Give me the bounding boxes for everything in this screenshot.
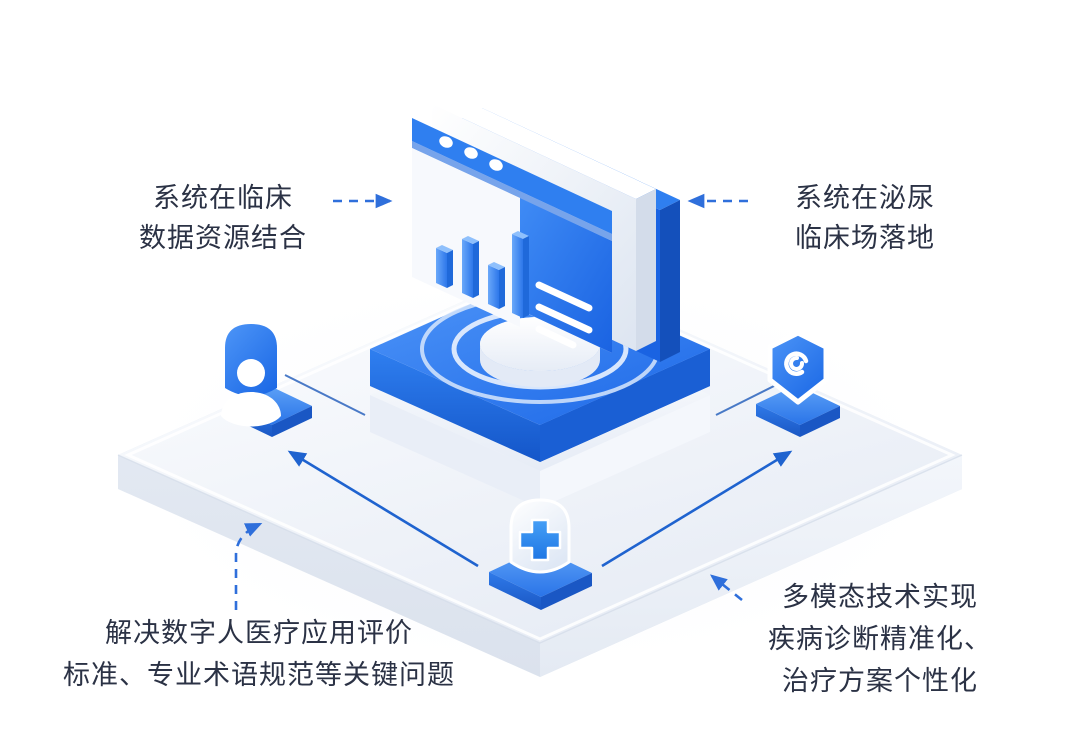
annotation-top-right: 系统在泌尿 临床场落地 [795,183,935,253]
shield-secure-icon [767,330,829,405]
window-dots [439,136,503,171]
user-icon [221,359,281,427]
medical-badge [509,498,571,574]
arrow-medical-to-user [287,450,479,568]
medical-node [489,498,592,610]
user-node-pad [228,385,312,425]
center-pedestal [370,273,710,508]
connector-center-to-shield [715,374,797,416]
monitor-dashboard [412,94,680,362]
screen-text-lines [535,281,593,349]
user-badge [225,324,277,396]
shield-node [756,330,840,437]
leader-bottom-left [234,522,263,610]
thin-connectors [284,374,797,416]
arrow-medical-to-shield [601,450,793,568]
screen-bar-chart [436,231,529,318]
monitor-screen [412,118,612,353]
shield-node-pad [756,385,840,425]
leader-lines [234,193,748,610]
flow-arrows [287,450,793,568]
user-node [221,324,312,437]
medical-cross-icon [518,518,562,562]
medical-node-pad [489,548,592,597]
connector-center-to-user [284,374,366,416]
monitor-disc [480,317,600,371]
annotation-bottom-right: 多模态技术实现 疾病诊断精准化、 治疗方案个性化 [768,582,992,696]
leader-bottom-right [710,574,743,602]
annotation-top-left: 系统在临床 数据资源结合 [139,183,307,253]
annotation-bottom-left: 解决数字人医疗应用评价 标准、专业术语规范等关键问题 [63,618,455,690]
